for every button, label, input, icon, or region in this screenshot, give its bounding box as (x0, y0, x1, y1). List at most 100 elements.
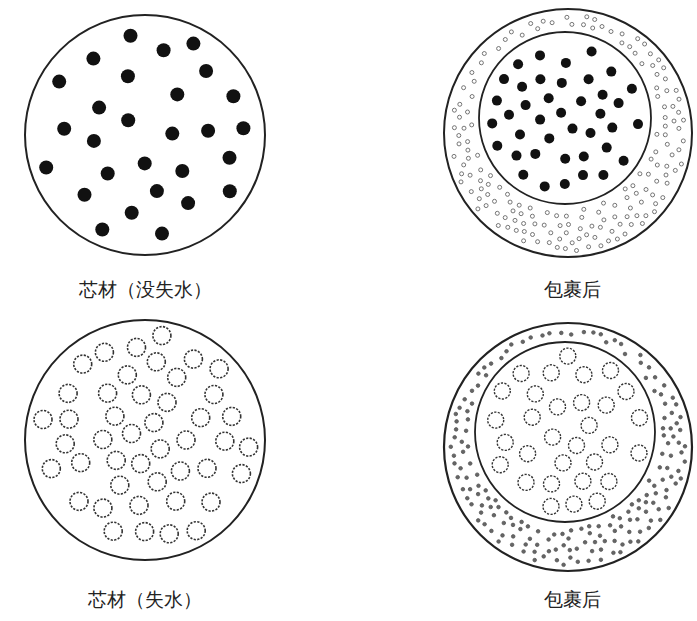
water-dot (586, 128, 596, 138)
water-dot (561, 58, 571, 68)
shell-particle (476, 492, 480, 496)
shell-particle (479, 187, 483, 191)
shell-particle (674, 403, 678, 407)
water-dot (619, 156, 629, 166)
dry-particle (72, 454, 90, 472)
shell-particle (661, 478, 665, 482)
shell-particle (623, 232, 627, 236)
shell-particle (677, 126, 681, 130)
figure-caption: 包裹后 (457, 278, 687, 301)
water-dot (236, 121, 250, 135)
shell-particle (654, 150, 658, 154)
shell-particle (552, 533, 556, 537)
shell-particle (636, 518, 640, 522)
shell-particle (583, 541, 587, 545)
shell-particle (619, 342, 623, 346)
shell-particle (505, 350, 509, 354)
shell-particle (627, 510, 631, 514)
shell-particle (669, 427, 673, 431)
shell-particle (513, 218, 517, 222)
shell-particle (585, 233, 589, 237)
dry-particle (603, 363, 619, 379)
dry-particle (497, 434, 513, 450)
water-dot (578, 170, 588, 180)
shell-particle (495, 211, 499, 215)
water-dot (499, 74, 509, 84)
water-dot (557, 78, 567, 88)
shell-particle (613, 338, 617, 342)
dry-particle (128, 338, 146, 356)
shell-particle (555, 214, 559, 218)
shell-particle (663, 105, 667, 109)
shell-particle (494, 499, 498, 503)
shell-particle (484, 204, 488, 208)
dry-particle (492, 457, 508, 473)
shell-particle (530, 214, 534, 218)
water-dot (512, 151, 522, 161)
shell-particle (587, 559, 591, 563)
shell-particle (562, 544, 566, 548)
dry-particle (187, 522, 205, 540)
shell-particle (618, 222, 622, 226)
shell-particle (659, 393, 663, 397)
shell-particle (673, 168, 677, 172)
dry-particle (543, 498, 559, 514)
shell-particle (479, 61, 483, 65)
dry-particle (147, 353, 165, 371)
shell-particle (683, 445, 687, 449)
dry-particle (520, 446, 536, 462)
circle-outline (479, 32, 651, 204)
shell-particle (585, 15, 589, 19)
shell-particle (636, 37, 640, 41)
shell-particle (569, 556, 573, 560)
water-dot (560, 154, 570, 164)
dry-particle (566, 496, 582, 512)
shell-particle (511, 209, 515, 213)
shell-particle (520, 33, 524, 37)
dry-particle (192, 409, 210, 427)
water-dot (150, 184, 164, 198)
shell-particle (533, 222, 537, 226)
dry-particle (94, 499, 112, 517)
shell-particle (576, 560, 580, 564)
dry-particle (524, 409, 540, 425)
shell-particle (599, 244, 603, 248)
shell-particle (558, 237, 562, 241)
water-dot (52, 75, 66, 89)
water-dot (492, 141, 502, 151)
dry-particle (118, 366, 136, 384)
shell-particle (639, 200, 643, 204)
shell-particle (470, 389, 474, 393)
water-dot (121, 113, 135, 127)
dry-particle (59, 384, 77, 402)
shell-particle (604, 341, 608, 345)
water-dot (223, 151, 237, 165)
shell-particle (519, 527, 523, 531)
shell-particle (466, 445, 470, 449)
shell-particle (578, 227, 582, 231)
dry-particle (544, 476, 560, 492)
dry-particle (555, 455, 571, 471)
shell-particle (522, 230, 526, 234)
shell-particle (458, 102, 462, 106)
shell-particle (658, 466, 662, 470)
water-dot (492, 96, 502, 106)
shell-particle (517, 203, 521, 207)
shell-particle (640, 222, 644, 226)
dry-particle (60, 410, 78, 428)
shell-particle (466, 148, 470, 152)
shell-particle (679, 477, 683, 481)
shell-particle (457, 134, 461, 138)
shell-particle (470, 95, 474, 99)
shell-particle (466, 140, 470, 144)
shell-particle (656, 94, 660, 98)
dry-particle (104, 522, 122, 540)
shell-particle (677, 469, 681, 473)
shell-particle (590, 224, 594, 228)
dry-particle (123, 425, 141, 443)
shell-particle (655, 163, 659, 167)
water-dot (170, 87, 184, 101)
dry-particle (598, 397, 614, 413)
shell-particle (580, 527, 584, 531)
